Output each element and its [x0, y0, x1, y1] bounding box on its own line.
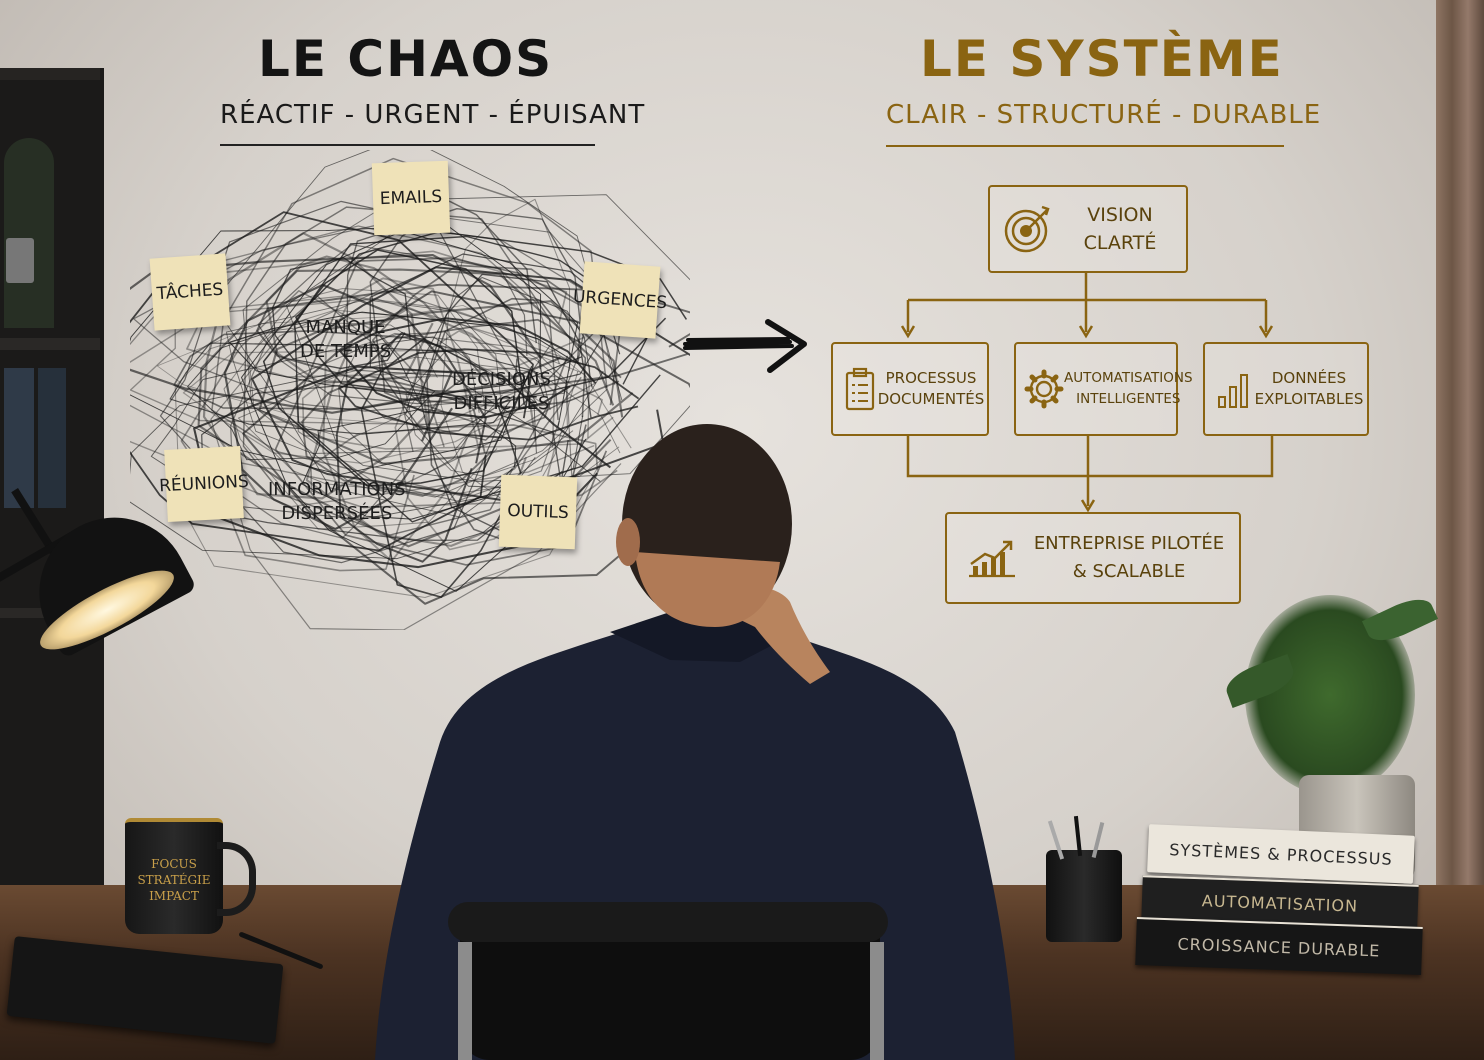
scribble-stroke [295, 332, 560, 502]
scribble-stroke [369, 200, 538, 434]
scribble-stroke [335, 331, 487, 563]
sticky-note-urgences: URGENCES [572, 261, 668, 339]
scribble-stroke [380, 318, 622, 409]
scribble-stroke [201, 385, 563, 541]
chaos-title: LE CHAOS [258, 30, 554, 88]
scribble-stroke [225, 299, 503, 454]
chaos-scribble [130, 150, 690, 630]
target-icon [1004, 205, 1050, 253]
system-subtitle: CLAIR - STRUCTURÉ - DURABLE [886, 100, 1322, 130]
scribble-stroke [237, 356, 621, 496]
scribble-stroke [305, 306, 537, 547]
scribble-stroke [405, 348, 574, 477]
scribble-stroke [197, 268, 615, 548]
scribble-stroke [210, 288, 622, 630]
mug-text-2: STRATÉGIE [137, 873, 211, 887]
pen-holder [1046, 815, 1122, 942]
scribble-stroke [242, 290, 690, 605]
scribble-stroke [223, 287, 498, 530]
scribble-stroke [262, 249, 529, 487]
clipboard-icon [845, 367, 875, 411]
scribble-stroke [169, 342, 545, 435]
scribble-stroke [274, 257, 622, 566]
curtain [1436, 0, 1484, 900]
transition-arrow [683, 319, 807, 373]
chaos-subtitle: RÉACTIF - URGENT - ÉPUISANT [220, 100, 646, 130]
scribble-stroke [230, 295, 414, 539]
scribble-stroke [130, 211, 534, 552]
scribble-stroke [371, 264, 583, 434]
system-connectors [900, 272, 1274, 513]
scribble-stroke [187, 319, 436, 461]
scribble-stroke [322, 277, 480, 563]
scribble-stroke [173, 330, 488, 410]
scribble-stroke [156, 304, 595, 426]
gear-icon [1024, 369, 1064, 409]
bookshelf [0, 68, 104, 888]
scribble-stroke [338, 348, 640, 441]
mug-text-1: FOCUS [151, 857, 197, 871]
man-from-behind [375, 424, 1015, 1060]
scribble-stroke [130, 369, 601, 560]
system-title: LE SYSTÈME [920, 30, 1284, 88]
scribble-stroke [130, 295, 543, 426]
bar-chart-icon [1218, 374, 1248, 408]
scribble-stroke [133, 223, 592, 412]
sticky-note-emails: EMAILS [371, 160, 451, 236]
growth-chart-icon [969, 540, 1015, 578]
book-growth: CROISSANCE DURABLE [1135, 917, 1423, 975]
scribble-stroke [193, 365, 612, 569]
scribble-stroke [240, 230, 587, 592]
scribble-stroke [159, 200, 539, 564]
mug-text-3: IMPACT [149, 889, 199, 903]
result-box: ENTREPRISE PILOTÉE& SCALABLE [945, 512, 1241, 604]
mug: FOCUS STRATÉGIE IMPACT [125, 818, 256, 934]
scribble-stroke [271, 257, 411, 370]
scribble-stroke [248, 322, 438, 440]
sticky-note-taches: TÂCHES [149, 253, 231, 331]
book-systems: SYSTÈMES & PROCESSUS [1147, 824, 1415, 884]
scribble-stroke [360, 338, 522, 598]
scribble-stroke [258, 300, 634, 465]
scribble-stroke [295, 231, 688, 405]
scribble-stroke [130, 225, 595, 493]
